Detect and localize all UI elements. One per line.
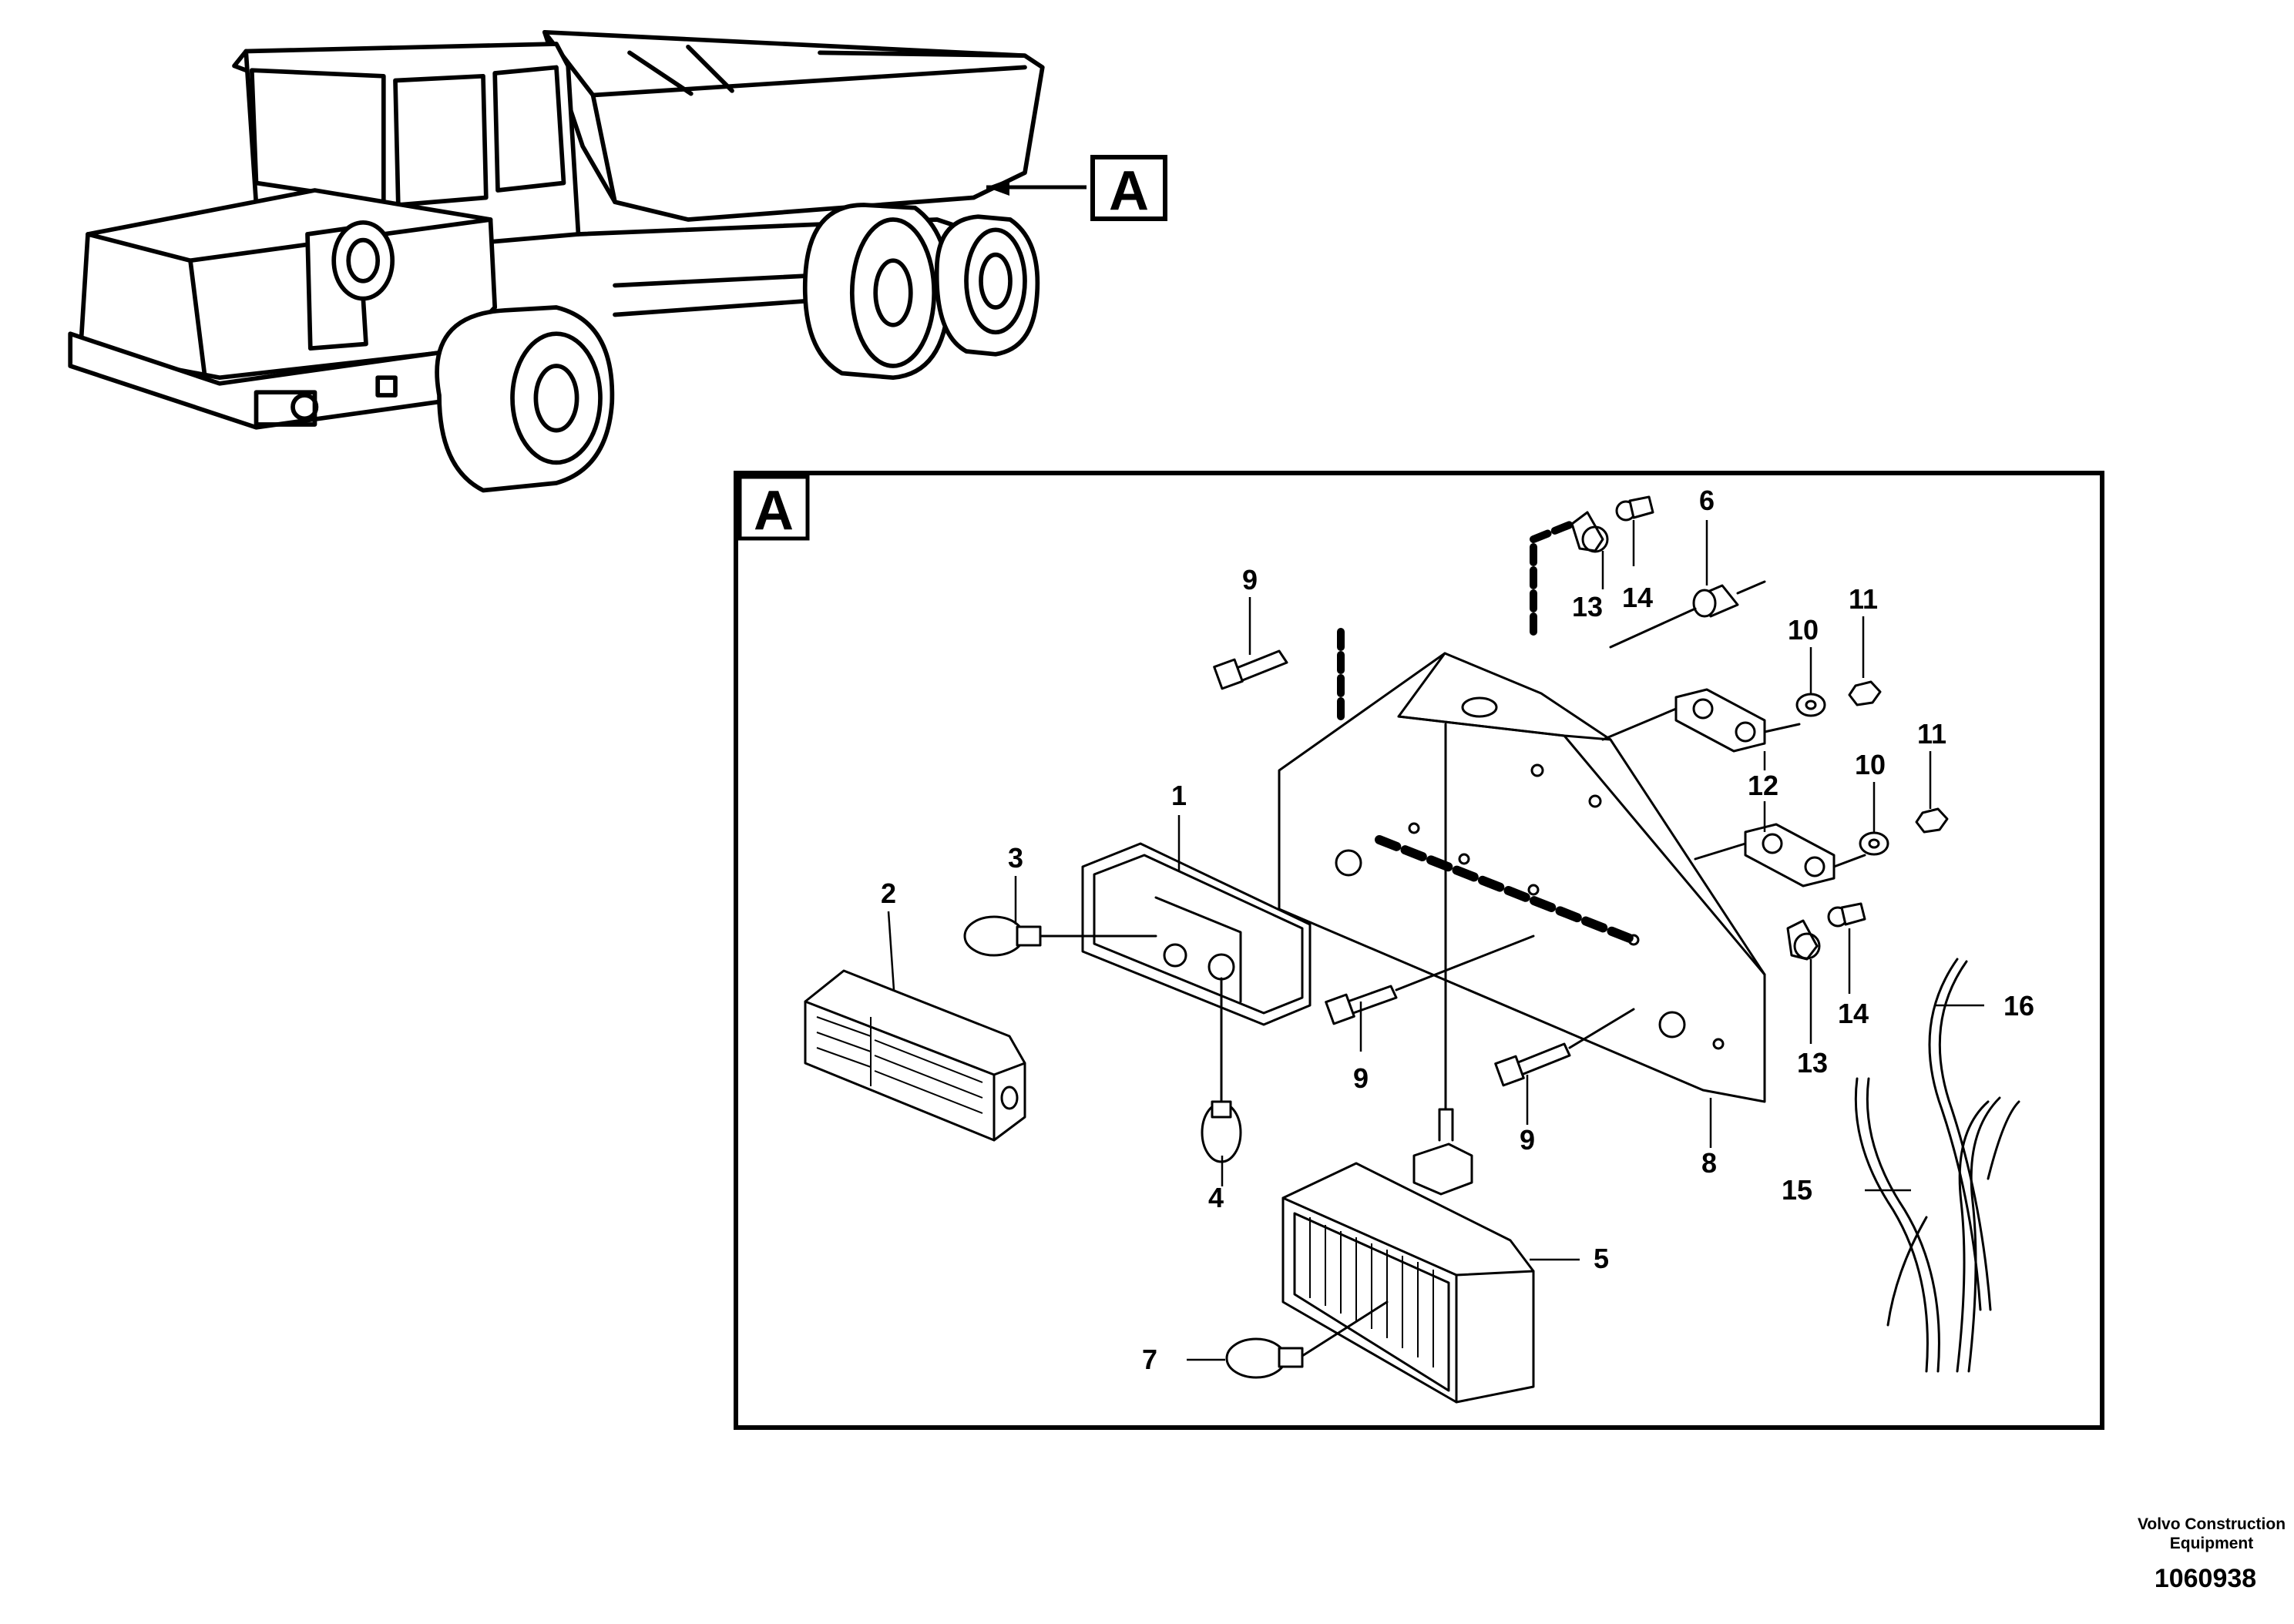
mounting-bracket <box>1278 652 1766 1103</box>
nut-11-lower <box>1915 807 1949 834</box>
cable-clip-13-top <box>1570 511 1609 553</box>
nut-11-upper <box>1848 680 1882 706</box>
work-lamp <box>1281 723 1535 1404</box>
company-name-line1: Volvo Construction <box>2138 1515 2286 1533</box>
part-label-5: 5 <box>1594 1243 1609 1274</box>
part-label-10-upper: 10 <box>1788 614 1819 646</box>
tail-light-housing <box>1081 842 1312 1026</box>
detail-label: A <box>754 480 794 542</box>
publisher-footer: Volvo Construction Equipment 1060938 <box>2138 1515 2286 1593</box>
part-number-labels: 1 2 3 4 5 6 7 8 9 9 9 10 10 11 11 12 13 … <box>881 485 2034 1375</box>
washer-10-upper <box>1795 693 1826 717</box>
tail-light-lens <box>804 969 1026 1142</box>
spacer-6 <box>1609 580 1766 649</box>
part-label-8: 8 <box>1701 1147 1717 1179</box>
part-label-9-low: 9 <box>1520 1124 1535 1156</box>
view-a-callout-label: A <box>1109 160 1149 222</box>
part-label-3: 3 <box>1008 842 1023 874</box>
part-label-9-top: 9 <box>1242 564 1258 596</box>
clamp-12-lower <box>1694 823 1866 887</box>
part-label-11-lower: 11 <box>1917 718 1946 750</box>
part-label-13-top: 13 <box>1572 591 1603 622</box>
cable-harness-15 <box>1854 1077 1940 1373</box>
part-label-6: 6 <box>1699 485 1715 516</box>
cable-clip-13-right <box>1786 919 1821 961</box>
leader-lines <box>887 520 1984 1361</box>
bulb-3 <box>963 915 1157 957</box>
screw-14-right <box>1827 902 1866 928</box>
bulb-7 <box>1225 1300 1389 1379</box>
part-label-16: 16 <box>2003 990 2034 1022</box>
screw-9-low <box>1494 1008 1635 1087</box>
part-label-15: 15 <box>1782 1174 1812 1206</box>
part-label-4: 4 <box>1208 1182 1224 1213</box>
bulb-4 <box>1201 977 1242 1163</box>
company-name-line2: Equipment <box>2170 1535 2254 1552</box>
view-a-callout: A <box>986 155 1167 222</box>
clamp-12-upper <box>1601 688 1801 753</box>
screw-14-top <box>1615 495 1654 522</box>
part-label-13-right: 13 <box>1797 1047 1828 1079</box>
articulated-hauler-illustration <box>68 29 1045 493</box>
document-number: 1060938 <box>2155 1564 2256 1593</box>
screw-9-mid <box>1325 934 1535 1025</box>
part-label-14-right: 14 <box>1838 998 1869 1029</box>
part-label-7: 7 <box>1142 1344 1157 1375</box>
part-label-1: 1 <box>1171 780 1187 811</box>
washer-10-lower <box>1859 831 1889 856</box>
part-label-10-lower: 10 <box>1855 749 1886 780</box>
part-label-12: 12 <box>1748 770 1778 801</box>
detail-view-a: A <box>734 471 2104 1430</box>
part-label-2: 2 <box>881 877 896 909</box>
part-label-11-upper: 11 <box>1849 583 1878 615</box>
part-label-14-top: 14 <box>1622 582 1653 613</box>
part-label-9-mid: 9 <box>1353 1062 1369 1094</box>
screw-9-top <box>1213 649 1288 690</box>
